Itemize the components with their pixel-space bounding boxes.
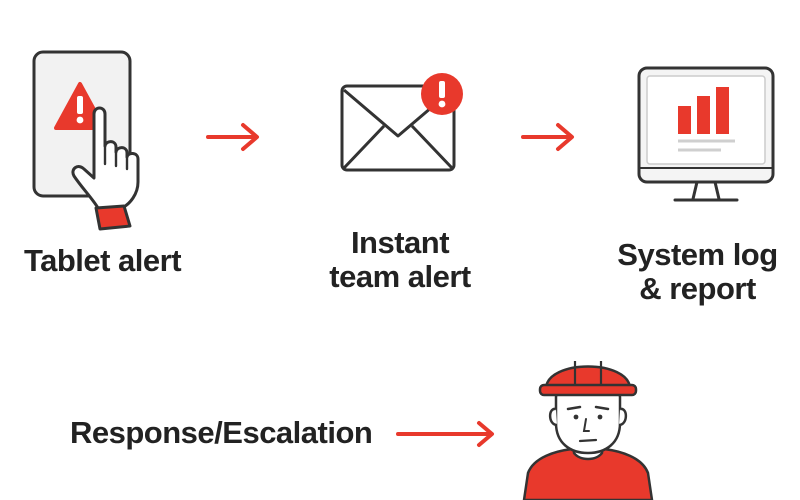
response-label: Response/Escalation (70, 415, 373, 450)
arrow-right-icon (205, 120, 265, 154)
hard-hat-worker-icon (520, 345, 655, 500)
tablet-alert-icon (28, 48, 178, 233)
step-label-email: Instant team alert (305, 225, 495, 295)
step-label-line: & report (639, 271, 756, 307)
step-label-line: Tablet alert (23, 243, 182, 278)
monitor-chart-icon (635, 64, 777, 206)
step-label-tablet: Tablet alert (10, 243, 195, 278)
step-label-line: team alert (329, 259, 471, 295)
arrow-right-icon (520, 120, 580, 154)
step-label-line: System log (617, 237, 778, 272)
step-label-line: Instant (350, 225, 450, 260)
envelope-alert-icon (338, 68, 473, 180)
step-label-monitor: System log & report (600, 237, 795, 307)
arrow-right-icon (395, 419, 499, 449)
